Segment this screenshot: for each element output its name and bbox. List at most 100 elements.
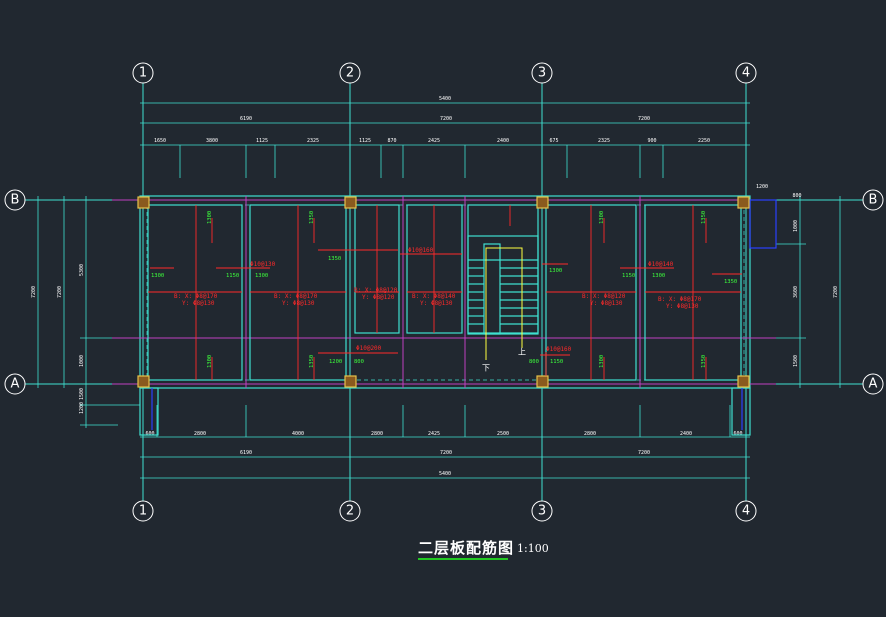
svg-text:1125: 1125 xyxy=(256,138,268,144)
svg-text:800: 800 xyxy=(792,193,801,199)
axis-bubble-2-top: 2 xyxy=(339,62,361,84)
svg-text:7200: 7200 xyxy=(440,450,452,456)
svg-text:1: 1 xyxy=(139,66,147,81)
svg-text:2325: 2325 xyxy=(307,138,319,144)
axis-bubble-4-top: 4 xyxy=(735,62,757,84)
svg-text:1300: 1300 xyxy=(599,355,605,368)
svg-text:4: 4 xyxy=(742,66,750,81)
svg-text:1125: 1125 xyxy=(359,138,371,144)
svg-text:3800: 3800 xyxy=(206,138,218,144)
svg-text:B: X: Φ8@120: B: X: Φ8@120 xyxy=(582,293,626,300)
svg-text:Φ10@130: Φ10@130 xyxy=(250,261,276,268)
svg-text:2: 2 xyxy=(346,66,354,81)
svg-text:3: 3 xyxy=(538,66,546,81)
svg-text:2425: 2425 xyxy=(428,431,440,437)
svg-text:B: X: Φ8@170: B: X: Φ8@170 xyxy=(174,293,218,300)
slab-rebar-labels: B: X: Φ8@170 Y: Φ8@130 B: X: Φ8@170 Y: Φ… xyxy=(174,247,702,353)
svg-text:Φ10@140: Φ10@140 xyxy=(648,261,674,268)
svg-text:Y: Φ8@130: Y: Φ8@130 xyxy=(182,300,215,307)
svg-text:Y: Φ8@130: Y: Φ8@130 xyxy=(666,303,699,310)
svg-text:5400: 5400 xyxy=(439,96,451,102)
bottom-dimensions: 600 2800 4000 2800 2425 2500 2800 2400 6… xyxy=(140,405,750,479)
svg-text:1150: 1150 xyxy=(226,273,239,279)
svg-text:7200: 7200 xyxy=(57,286,63,298)
svg-text:1500: 1500 xyxy=(793,355,799,367)
columns xyxy=(137,196,750,388)
top-dimensions: 5400 6190 7200 7200 1650 3800 1125 2325 … xyxy=(140,96,750,178)
svg-text:B: X: Φ8@170: B: X: Φ8@170 xyxy=(274,293,318,300)
svg-text:1350: 1350 xyxy=(309,211,315,224)
svg-text:1350: 1350 xyxy=(328,256,341,262)
axis-bubble-1-bottom: 1 xyxy=(132,500,154,522)
axis-bubble-3-top: 3 xyxy=(531,62,553,84)
slab-outline xyxy=(112,195,777,436)
drawing-title: 二层板配筋图 xyxy=(418,539,515,557)
svg-text:2: 2 xyxy=(346,504,354,519)
svg-text:1200: 1200 xyxy=(79,402,85,414)
right-dimensions: 800 1000 3600 1500 7200 1200 xyxy=(750,184,860,388)
bar-length-labels: 1300 1150 1300 1350 1300 1150 1300 1350 … xyxy=(151,211,737,368)
svg-text:2800: 2800 xyxy=(584,431,596,437)
svg-text:1350: 1350 xyxy=(701,355,707,368)
axis-bubble-2-bottom: 2 xyxy=(339,500,361,522)
left-dimensions: 7200 7200 5300 1000 1500 1200 xyxy=(30,196,140,428)
svg-text:1300: 1300 xyxy=(255,273,268,279)
svg-text:6190: 6190 xyxy=(240,116,252,122)
svg-text:4000: 4000 xyxy=(292,431,304,437)
svg-text:Y: Φ8@120: Y: Φ8@120 xyxy=(362,294,395,301)
axis-bubble-A-right: A xyxy=(862,373,884,395)
svg-text:7200: 7200 xyxy=(31,286,37,298)
svg-text:B: B xyxy=(869,193,878,208)
svg-text:1300: 1300 xyxy=(652,273,665,279)
axis-bubble-B-left: B xyxy=(4,189,26,211)
drawing-scale: 1:100 xyxy=(517,542,549,555)
svg-text:7200: 7200 xyxy=(638,450,650,456)
svg-text:4: 4 xyxy=(742,504,750,519)
svg-text:1500: 1500 xyxy=(79,388,85,400)
axis-bubble-1-top: 1 xyxy=(132,62,154,84)
svg-text:B: B xyxy=(11,193,20,208)
svg-text:1150: 1150 xyxy=(550,359,563,365)
svg-text:1350: 1350 xyxy=(309,355,315,368)
svg-text:B: X: Φ8@120: B: X: Φ8@120 xyxy=(354,287,398,294)
rebar-lines xyxy=(148,205,742,380)
svg-text:1150: 1150 xyxy=(622,273,635,279)
svg-text:1: 1 xyxy=(139,504,147,519)
svg-text:1300: 1300 xyxy=(207,355,213,368)
svg-text:2500: 2500 xyxy=(497,431,509,437)
svg-text:900: 900 xyxy=(647,138,656,144)
svg-text:600: 600 xyxy=(733,431,742,437)
svg-text:675: 675 xyxy=(549,138,558,144)
axis-bubble-B-right: B xyxy=(862,189,884,211)
svg-text:2800: 2800 xyxy=(371,431,383,437)
svg-text:2800: 2800 xyxy=(194,431,206,437)
svg-text:7200: 7200 xyxy=(833,286,839,298)
svg-text:2325: 2325 xyxy=(598,138,610,144)
svg-text:2250: 2250 xyxy=(698,138,710,144)
axis-bubble-3-bottom: 3 xyxy=(531,500,553,522)
svg-text:5400: 5400 xyxy=(439,471,451,477)
svg-text:Y: Φ8@130: Y: Φ8@130 xyxy=(282,300,315,307)
svg-text:B: X: Φ8@170: B: X: Φ8@170 xyxy=(658,296,702,303)
svg-text:1200: 1200 xyxy=(756,184,768,190)
svg-text:7200: 7200 xyxy=(638,116,650,122)
svg-text:5300: 5300 xyxy=(79,264,85,276)
svg-text:3600: 3600 xyxy=(793,286,799,298)
svg-text:1300: 1300 xyxy=(151,273,164,279)
svg-text:1000: 1000 xyxy=(79,355,85,367)
svg-text:800: 800 xyxy=(529,359,539,365)
svg-text:Y: Φ8@130: Y: Φ8@130 xyxy=(590,300,623,307)
svg-text:1350: 1350 xyxy=(724,279,737,285)
svg-text:A: A xyxy=(869,377,878,392)
title-underline xyxy=(418,558,508,560)
svg-text:B: X: Φ8@140: B: X: Φ8@140 xyxy=(412,293,456,300)
svg-text:1300: 1300 xyxy=(207,211,213,224)
svg-text:1200: 1200 xyxy=(329,359,342,365)
axis-bubble-A-left: A xyxy=(4,373,26,395)
svg-text:2400: 2400 xyxy=(680,431,692,437)
svg-text:1350: 1350 xyxy=(701,211,707,224)
svg-text:1000: 1000 xyxy=(793,220,799,232)
svg-text:600: 600 xyxy=(145,431,154,437)
axis-bubble-4-bottom: 4 xyxy=(735,500,757,522)
